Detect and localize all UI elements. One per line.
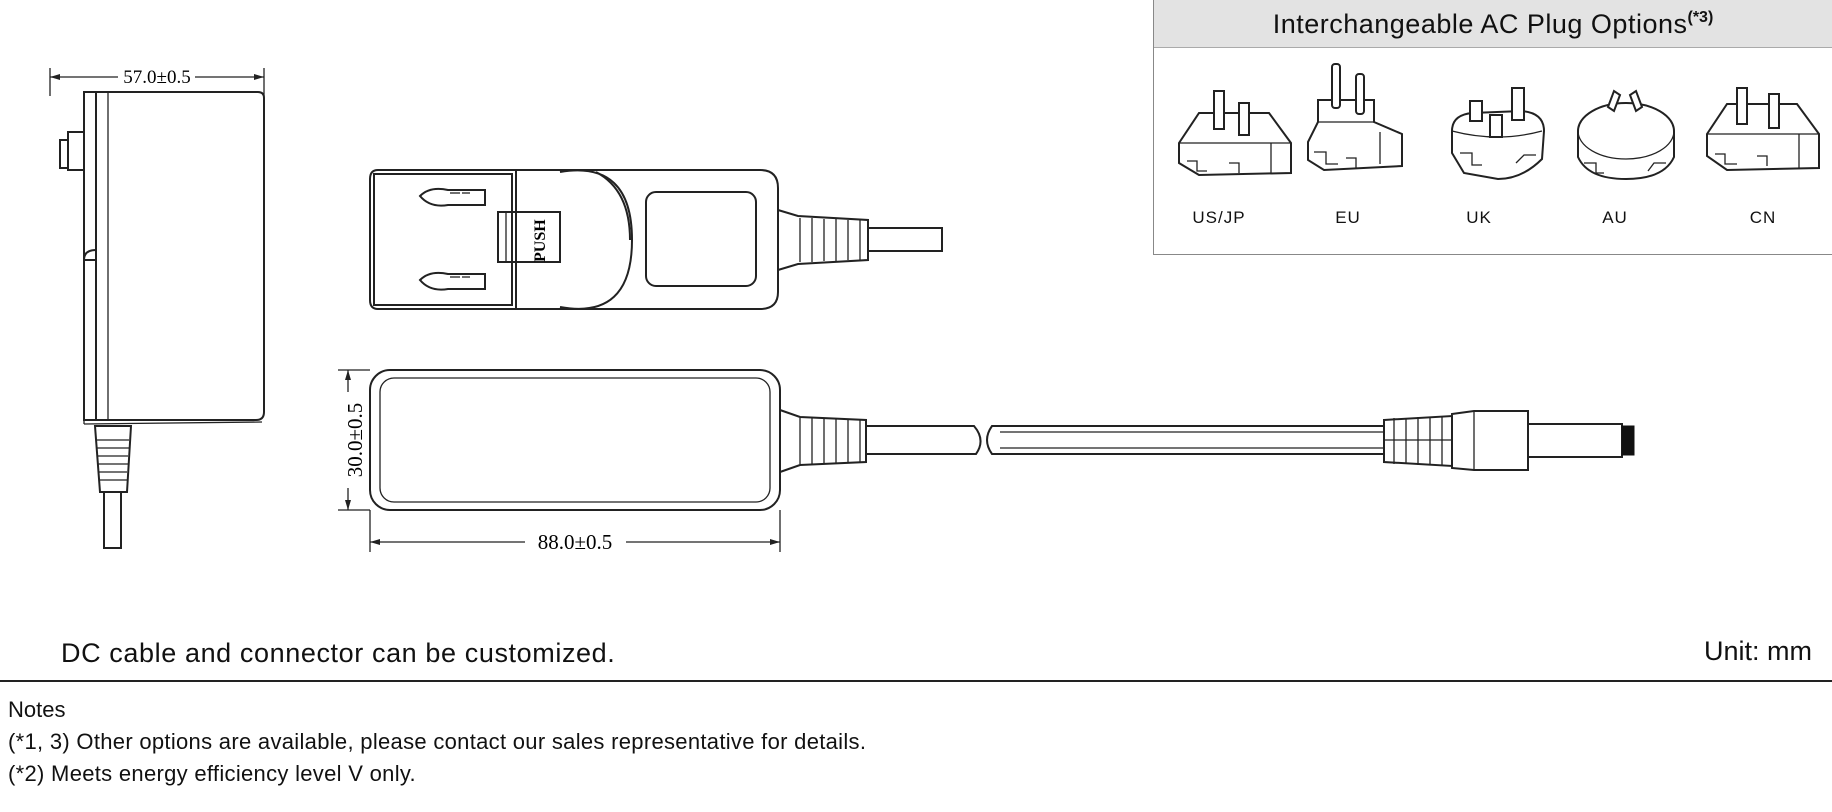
eu-plug-icon	[1307, 63, 1403, 172]
cn-plug-icon	[1706, 87, 1820, 172]
note-item: (*2) Meets energy efficiency level V onl…	[8, 761, 416, 786]
uk-plug-icon	[1451, 87, 1546, 181]
plug-icons	[1178, 63, 1820, 181]
plug-label-us-jp: US/JP	[1192, 208, 1246, 227]
notes-title: Notes	[8, 697, 66, 722]
top-view: PUSH	[369, 169, 943, 310]
front-view: 30.0±0.5 88.0±0.5	[338, 369, 1635, 554]
us-plug-icon	[1178, 90, 1292, 177]
plug-label-uk: UK	[1466, 208, 1492, 227]
dim-body-length: 88.0±0.5	[538, 530, 613, 554]
customization-note: DC cable and connector can be customized…	[61, 638, 616, 668]
dim-side-width: 57.0±0.5	[123, 67, 190, 88]
dim-body-height: 30.0±0.5	[343, 403, 367, 478]
push-label: PUSH	[532, 219, 549, 262]
plug-label-cn: CN	[1749, 208, 1777, 227]
note-item: (*1, 3) Other options are available, ple…	[8, 729, 867, 754]
notes-divider	[0, 680, 1832, 682]
plug-options-panel: Interchangeable AC Plug Options(*3)	[1153, 0, 1832, 255]
side-view: 57.0±0.5	[49, 67, 265, 549]
au-plug-icon	[1577, 89, 1675, 181]
plug-label-au: AU	[1602, 208, 1628, 227]
plug-options-title: Interchangeable AC Plug Options	[1272, 9, 1688, 39]
plug-options-header: Interchangeable AC Plug Options(*3)	[1154, 0, 1832, 48]
unit-label: Unit: mm	[1704, 636, 1812, 666]
plug-label-eu: EU	[1335, 208, 1361, 227]
plug-options-title-footnote: (*3)	[1687, 9, 1714, 26]
